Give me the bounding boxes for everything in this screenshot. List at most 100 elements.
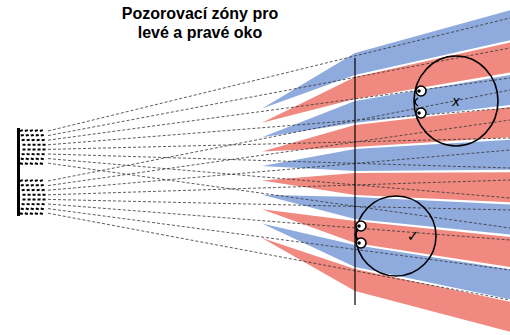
lens-dot	[42, 203, 45, 205]
lens-dot	[21, 208, 24, 211]
light-ray	[48, 199, 510, 210]
lens-dot	[26, 208, 29, 211]
lens-dot	[37, 203, 40, 205]
nose	[415, 98, 418, 106]
nose	[355, 231, 358, 239]
lens-dot	[36, 134, 39, 137]
light-ray	[48, 78, 510, 140]
light-ray	[48, 209, 510, 270]
light-ray	[48, 150, 510, 190]
display-panel	[17, 128, 20, 216]
lens-dot	[20, 129, 23, 132]
eye	[356, 221, 366, 231]
light-rays	[48, 18, 510, 300]
lens-dot	[25, 212, 28, 215]
lens-dot	[22, 203, 25, 205]
light-ray	[48, 159, 510, 198]
lens-dot	[25, 162, 28, 165]
lens-dot	[41, 158, 44, 161]
eye	[356, 238, 366, 248]
lens-dot	[40, 162, 43, 165]
lens-dot	[40, 212, 43, 215]
lens-dot	[27, 139, 30, 141]
lens-dot	[33, 144, 36, 146]
viewing-plane	[354, 58, 355, 305]
lens-dot	[37, 189, 40, 191]
light-ray	[48, 204, 510, 240]
lens-dot	[38, 144, 41, 146]
lens-dot	[41, 184, 44, 187]
light-ray	[48, 90, 510, 181]
lens-dot	[42, 189, 45, 191]
viewing-zones	[262, 10, 510, 332]
lens-dot	[36, 184, 39, 187]
lens-dot	[33, 198, 36, 200]
lens-dot	[36, 158, 39, 161]
lens-dot	[22, 153, 25, 155]
lens-dot	[40, 129, 43, 132]
lens-dot	[43, 148, 46, 150]
lens-dot	[38, 148, 41, 150]
light-ray	[48, 213, 510, 300]
lens-dot	[41, 134, 44, 137]
lens-dot	[42, 139, 45, 141]
head-ellipse	[414, 56, 498, 146]
lens-dot	[21, 134, 24, 137]
pupil	[357, 241, 361, 245]
light-ray	[48, 48, 510, 136]
diagram-title: Pozorovací zóny pro levé a pravé oko	[118, 3, 282, 43]
lens-dot	[28, 198, 31, 200]
lens-dot	[23, 148, 26, 150]
eye	[416, 108, 426, 118]
lens-dot	[35, 129, 38, 132]
lens-dot	[37, 139, 40, 141]
viewing-zone	[262, 238, 510, 332]
lens-dot	[42, 153, 45, 155]
lens-dot	[26, 184, 29, 187]
lens-dot	[21, 184, 24, 187]
lens-dot	[38, 194, 41, 196]
lens-dot	[35, 162, 38, 165]
lens-dot	[28, 144, 31, 146]
lens-dot	[40, 179, 43, 182]
lens-dot	[30, 129, 33, 132]
viewer-head: ✓	[355, 195, 437, 277]
lens-dot	[31, 134, 34, 137]
head-ellipse	[356, 196, 436, 276]
lens-dot	[22, 139, 25, 141]
lens-dot	[30, 179, 33, 182]
lens-dot	[23, 144, 26, 146]
lens-dot	[26, 158, 29, 161]
lens-dot	[27, 153, 30, 155]
lens-dot	[33, 148, 36, 150]
lens-dot	[32, 139, 35, 141]
light-ray	[48, 120, 510, 186]
lens-dot	[43, 144, 46, 146]
lens-dot	[37, 153, 40, 155]
lens-dot	[25, 179, 28, 182]
lens-array	[20, 130, 46, 214]
lens-dot	[28, 194, 31, 196]
lens-dot	[23, 198, 26, 200]
lens-dot	[26, 134, 29, 137]
lens-dot	[38, 198, 41, 200]
lens-dot	[31, 158, 34, 161]
lens-dot	[30, 212, 33, 215]
light-ray	[48, 154, 510, 168]
pupil	[417, 111, 421, 115]
lens-dot	[32, 203, 35, 205]
lens-dot	[32, 153, 35, 155]
view-mark: x	[452, 93, 460, 109]
head-outline	[355, 195, 437, 277]
lens-dot	[27, 189, 30, 191]
lens-dot	[31, 184, 34, 187]
light-ray	[48, 180, 510, 195]
lens-dot	[21, 158, 24, 161]
lens-dot	[31, 208, 34, 211]
light-ray	[48, 108, 510, 145]
viewing-zone	[262, 140, 510, 171]
lens-dot	[27, 203, 30, 205]
